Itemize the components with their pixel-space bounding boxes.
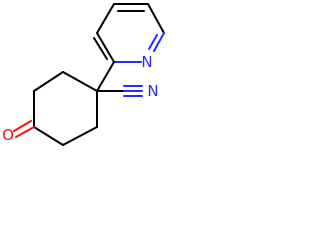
ring-nitrogen-label: N	[141, 53, 152, 71]
nitrile-group	[96, 85, 143, 97]
bond-q-upper-left	[62, 71, 98, 92]
bond-c3-c4	[96, 3, 115, 34]
bond-c6-n1	[153, 32, 165, 52]
bond-upper-left-left	[33, 71, 64, 92]
ketone-oxygen-label: O	[2, 126, 14, 144]
bond-carbonyl-oxygen-double	[13, 120, 32, 132]
cyclohexanone-ring	[33, 71, 98, 146]
bond-carbonyl-oxygen	[15, 126, 35, 138]
bond-c5-c6	[147, 3, 165, 34]
nitrile-nitrogen-label: N	[147, 82, 158, 100]
ketone-group	[13, 120, 35, 138]
bond-pyridyl-quaternary	[96, 61, 115, 92]
bond-c2-c3	[96, 32, 115, 63]
bond-lower-lower-right	[62, 126, 98, 146]
bond-c6-n1-inner	[148, 34, 158, 50]
chemical-structure: N N O	[2, 3, 165, 146]
bond-carbonyl-lower	[33, 126, 64, 146]
bond-c2-c3-inner	[93, 37, 108, 60]
pyridine-ring	[93, 3, 165, 63]
